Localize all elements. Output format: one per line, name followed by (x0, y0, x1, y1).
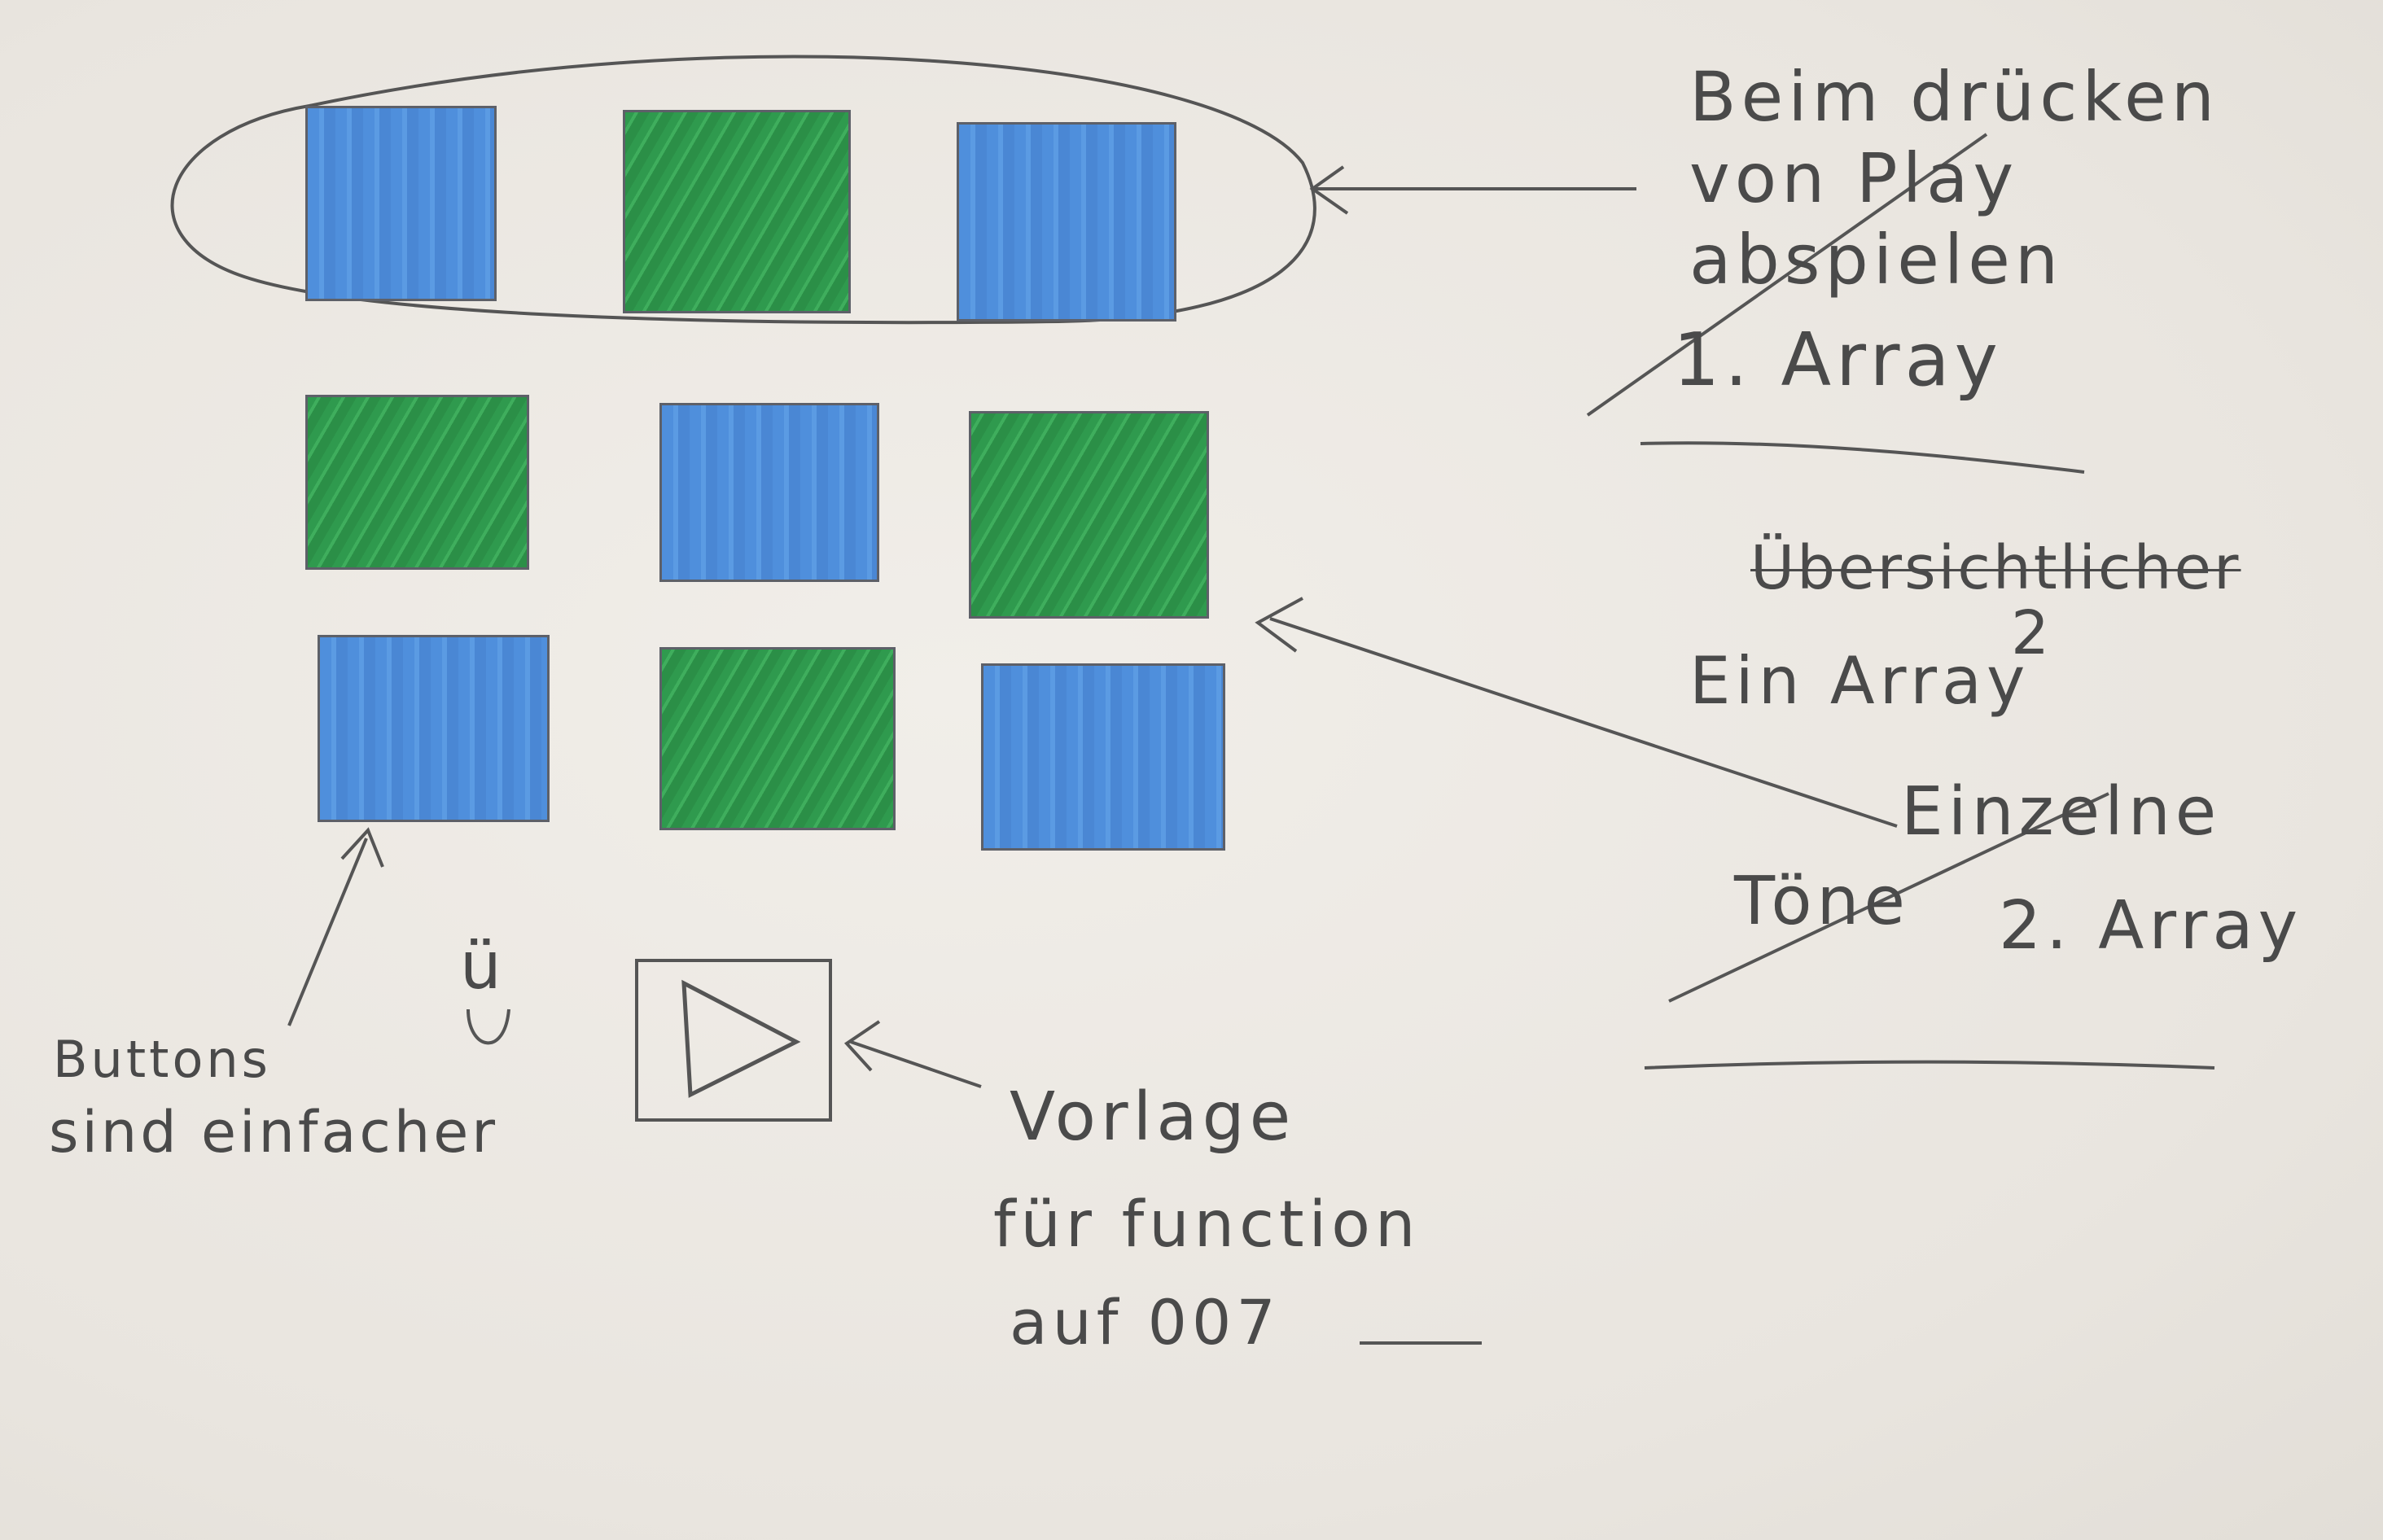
separator-1 (1640, 441, 2085, 474)
note-lower-line: 2. Array (1999, 887, 2303, 965)
note-middle-struck: Übersichtlicher (1750, 533, 2241, 603)
tile-r3c3[interactable] (981, 663, 1225, 851)
note-template-line-1: Vorlage (1010, 1078, 1296, 1156)
tile-r2c1[interactable] (305, 395, 529, 570)
note-top-line-1: Beim drücken (1689, 57, 2220, 137)
note-lower-struck-2: Töne (1734, 863, 1910, 940)
note-middle-line: Ein Array (1689, 643, 2030, 719)
tile-r1c2[interactable] (623, 110, 851, 313)
note-top-line-4: 1. Array (1673, 317, 2003, 403)
separator-2 (1644, 1060, 2215, 1070)
strike-lower-note (1668, 792, 2109, 1003)
play-icon (681, 979, 801, 1098)
smiley: ü (460, 928, 506, 1004)
strike-top-note (1586, 133, 1988, 417)
note-template-line-3: auf 007 (1010, 1286, 1281, 1358)
smiley-mouth (467, 1008, 510, 1045)
tile-r1c1[interactable] (305, 106, 497, 301)
tile-r2c3[interactable] (969, 411, 1209, 619)
tile-r3c1[interactable] (318, 635, 550, 822)
arrow-to-loop (1309, 165, 1636, 215)
tile-r3c2[interactable] (659, 647, 896, 830)
tile-r1c3[interactable] (957, 122, 1176, 322)
arrow-to-play (843, 1020, 982, 1088)
play-button[interactable] (635, 959, 832, 1122)
arrow-to-tile (287, 827, 384, 1026)
arrow-to-grid (1255, 597, 1898, 828)
note-template-line-2: für function (993, 1188, 1421, 1262)
tile-r2c2[interactable] (659, 403, 879, 582)
note-buttons-line-1: Buttons (53, 1030, 271, 1089)
note-lower-struck-1: Einzelne (1901, 773, 2222, 851)
note-top-line-2: von Play (1689, 138, 2019, 218)
note-buttons-line-2: sind einfacher (49, 1099, 499, 1166)
note-top-line-3: abspielen (1689, 220, 2064, 300)
note-middle-number: 2 (2011, 598, 2055, 668)
